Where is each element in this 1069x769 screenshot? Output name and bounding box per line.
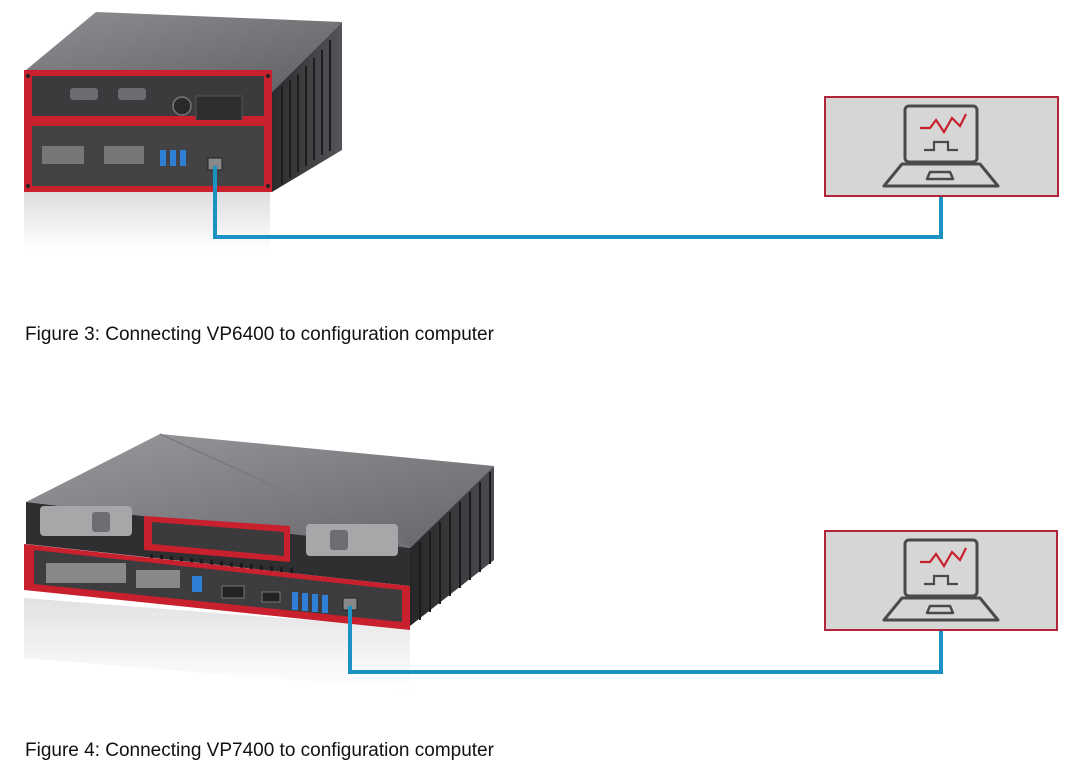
signal-graph-icon: [920, 113, 967, 152]
figure-caption: Figure 3: Connecting VP6400 to configura…: [25, 324, 494, 345]
figure-3: Figure 3: Connecting VP6400 to configura…: [0, 0, 1069, 360]
figure-4: Figure 4: Connecting VP7400 to configura…: [0, 420, 1069, 769]
figure-caption: Figure 4: Connecting VP7400 to configura…: [25, 740, 494, 761]
figure-3-diagram: [24, 12, 1059, 250]
figure-4-diagram: [24, 433, 1058, 690]
ethernet-cable: [213, 166, 943, 239]
laptop-icon: [882, 538, 1000, 622]
signal-graph-icon: [920, 547, 967, 586]
laptop-icon: [882, 104, 1000, 188]
vp6400-device: [24, 12, 342, 250]
configuration-computer: [824, 530, 1058, 631]
ethernet-cable: [348, 606, 943, 674]
vp7400-device: [24, 433, 494, 690]
configuration-computer: [824, 96, 1059, 197]
